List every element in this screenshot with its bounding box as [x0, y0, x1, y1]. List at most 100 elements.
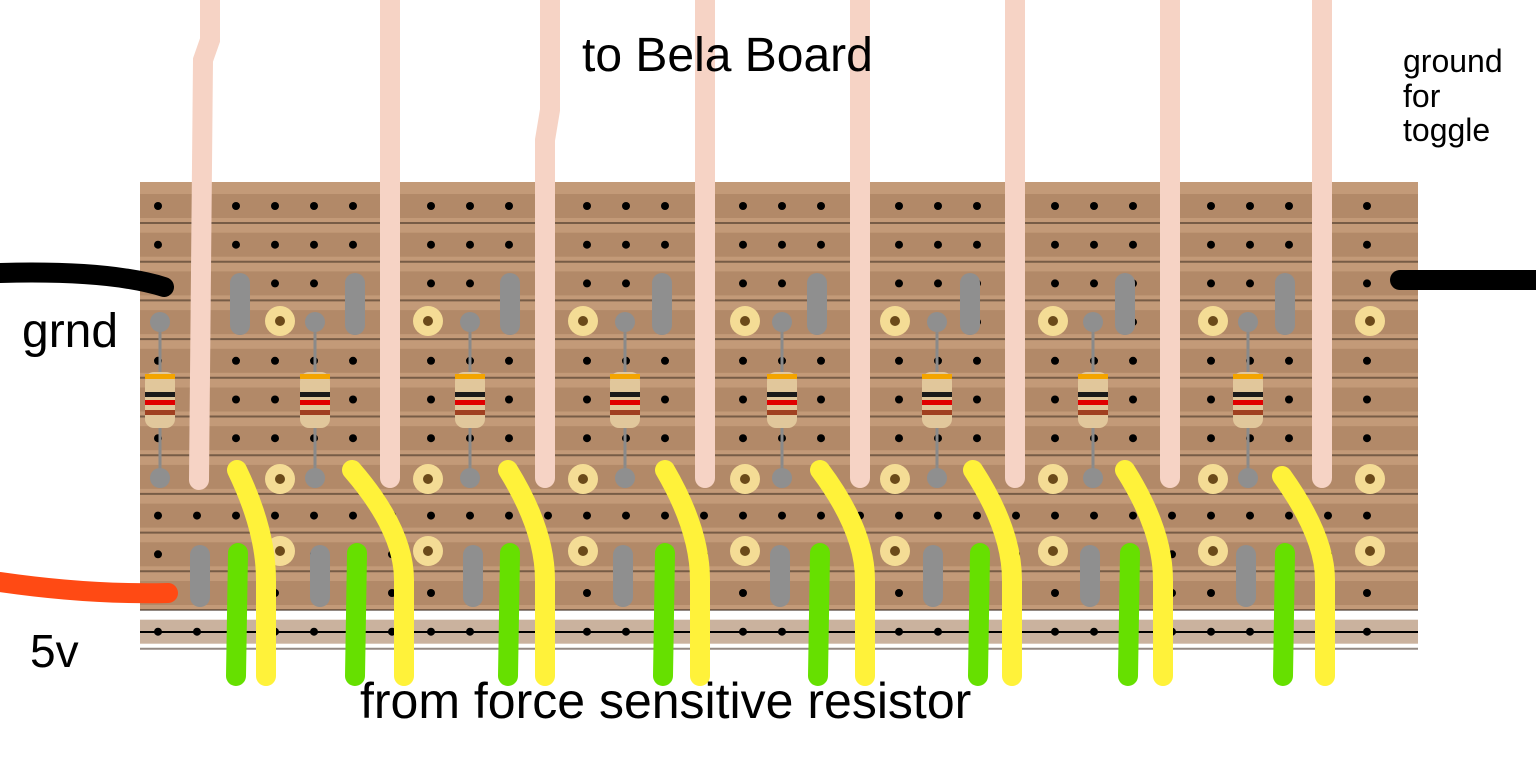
hole	[466, 240, 474, 249]
resistor	[922, 312, 952, 488]
hole	[1246, 240, 1254, 249]
hole	[973, 511, 981, 520]
track-break	[500, 273, 520, 335]
power-wire	[0, 572, 178, 604]
hole	[622, 511, 630, 520]
hole	[895, 434, 903, 443]
pad-hole	[1365, 474, 1375, 484]
hole	[973, 240, 981, 249]
track-break	[310, 545, 330, 607]
hole	[778, 511, 786, 520]
resistor-end	[615, 312, 635, 332]
resistor-end	[615, 468, 635, 488]
hole	[1012, 511, 1020, 520]
hole	[1090, 202, 1098, 210]
resistor-band	[455, 374, 485, 379]
hole	[271, 240, 279, 249]
hole	[1129, 511, 1137, 520]
hole	[232, 240, 240, 249]
hole	[349, 356, 357, 365]
resistor-band	[1233, 410, 1263, 415]
resistor-band	[767, 400, 797, 405]
hole	[661, 240, 669, 249]
bela-wire	[189, 0, 220, 490]
hole	[934, 511, 942, 520]
hole	[310, 240, 318, 249]
hole	[349, 202, 357, 210]
resistor-end	[150, 468, 170, 488]
hole	[427, 589, 435, 597]
hole	[1129, 202, 1137, 210]
hole	[817, 395, 825, 404]
resistor-band	[145, 374, 175, 379]
hole	[466, 511, 474, 520]
hole	[583, 356, 591, 365]
resistor-band	[1078, 374, 1108, 379]
pad-hole	[1048, 316, 1058, 326]
hole	[1246, 279, 1254, 288]
hole	[1285, 511, 1293, 520]
pad-hole	[740, 316, 750, 326]
track-break	[190, 545, 210, 607]
hole	[1363, 511, 1371, 520]
hole	[895, 589, 903, 597]
fsr-yellow-wire	[655, 460, 710, 686]
hole	[1363, 434, 1371, 443]
resistor-end	[772, 312, 792, 332]
hole	[1207, 589, 1215, 597]
hole	[427, 395, 435, 404]
ground-label: grnd	[22, 305, 119, 358]
hole	[427, 279, 435, 288]
resistor-band	[145, 392, 175, 397]
pad-hole	[740, 546, 750, 556]
resistor-end	[772, 468, 792, 488]
hole	[700, 511, 708, 520]
hole	[154, 240, 162, 249]
hole	[1363, 279, 1371, 288]
pad-hole	[890, 316, 900, 326]
hole	[739, 202, 747, 210]
hole	[466, 202, 474, 210]
resistor-end	[927, 468, 947, 488]
ground-wire	[0, 262, 174, 297]
hole	[154, 511, 162, 520]
resistor-band	[300, 374, 330, 379]
hole	[739, 511, 747, 520]
hole	[271, 434, 279, 443]
hole	[1363, 395, 1371, 404]
resistor-band	[455, 392, 485, 397]
hole	[505, 511, 513, 520]
track-break	[807, 273, 827, 335]
hole	[1090, 240, 1098, 249]
hole	[1285, 202, 1293, 210]
resistor-end	[305, 312, 325, 332]
resistor-band	[767, 392, 797, 397]
hole	[1051, 356, 1059, 365]
hole	[1129, 434, 1137, 443]
hole	[739, 356, 747, 365]
track-break	[1275, 273, 1295, 335]
hole	[661, 356, 669, 365]
hole	[817, 434, 825, 443]
hole	[778, 240, 786, 249]
track-break	[960, 273, 980, 335]
fsr-green-wire	[345, 543, 367, 686]
hole	[1285, 356, 1293, 365]
hole	[427, 356, 435, 365]
hole	[895, 356, 903, 365]
hole	[817, 511, 825, 520]
hole	[739, 395, 747, 404]
fsr-green-wire	[808, 543, 830, 686]
resistor-band	[922, 400, 952, 405]
pad-hole	[275, 316, 285, 326]
pad-hole	[578, 546, 588, 556]
power-label: 5v	[30, 625, 79, 677]
resistor	[145, 312, 175, 488]
hole	[1207, 279, 1215, 288]
hole	[427, 511, 435, 520]
hole	[1246, 202, 1254, 210]
track-break	[923, 545, 943, 607]
hole	[427, 240, 435, 249]
resistor-band	[145, 400, 175, 405]
hole	[973, 202, 981, 210]
